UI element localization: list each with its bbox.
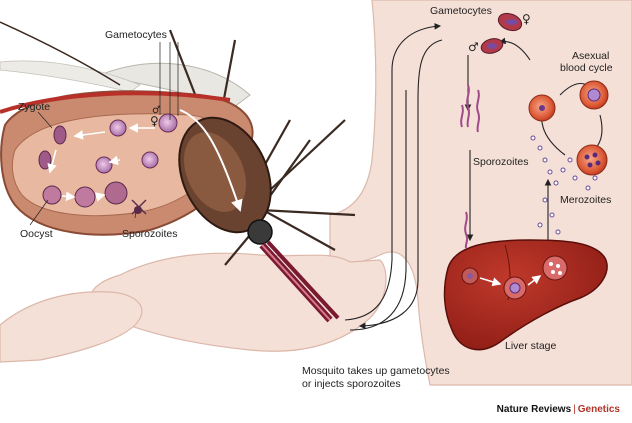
caption-line2: or injects sporozoites <box>302 378 401 390</box>
human-hand <box>0 291 143 363</box>
liver <box>443 239 608 351</box>
red-blood-cell <box>576 144 608 176</box>
liver-schizont <box>542 255 568 281</box>
journal-section: Genetics <box>577 404 620 415</box>
caption-line1: Mosquito takes up gametocytes <box>302 365 450 377</box>
circulation-arrows <box>344 23 603 331</box>
label-sporozoites-mosquito: Sporozoites <box>122 228 178 240</box>
oocyst-cell <box>104 181 128 205</box>
label-leader-lines <box>29 42 179 226</box>
male-symbol-icon: ♂ <box>468 40 479 54</box>
human-sporozoites <box>460 84 480 249</box>
zygote-cell <box>38 150 52 170</box>
gametocyte-cell <box>109 119 127 137</box>
midgut-arrows <box>47 109 243 212</box>
gametocyte-cell <box>95 156 113 174</box>
gametocyte-cell <box>141 151 159 169</box>
label-oocyst: Oocyst <box>20 228 53 240</box>
label-zygote: Zygote <box>18 101 51 113</box>
female-symbol-icon: ♀ <box>150 114 159 128</box>
oocyst-cell <box>74 186 96 208</box>
asexual-blood-cycle <box>528 80 609 176</box>
label-gametocytes-mosquito: Gametocytes <box>105 29 167 41</box>
mosquito-thorax <box>178 116 273 245</box>
human-gametocytes <box>480 12 523 54</box>
gametocyte-cell <box>158 113 178 133</box>
mosquito-head <box>247 219 273 245</box>
label-merozoites: Merozoites <box>560 194 612 206</box>
credit-separator: | <box>573 404 576 415</box>
label-liver-stage: Liver stage <box>505 340 557 352</box>
label-asexual-line2: blood cycle <box>560 62 613 74</box>
label-sporozoites-human: Sporozoites <box>473 156 529 168</box>
female-symbol-icon: ♀ <box>522 12 531 26</box>
journal-credit: Nature Reviews|Genetics <box>497 404 620 415</box>
oocyst-cell <box>42 185 62 205</box>
merozoite-dots <box>530 135 603 235</box>
label-asexual-line1: Asexual <box>572 50 610 62</box>
male-symbol-icon: ♂ <box>152 105 161 116</box>
label-gametocytes-human: Gametocytes <box>430 5 492 17</box>
mosquito-proboscis <box>259 240 340 323</box>
zygote-cell <box>53 125 67 145</box>
journal-name: Nature Reviews <box>496 404 572 415</box>
